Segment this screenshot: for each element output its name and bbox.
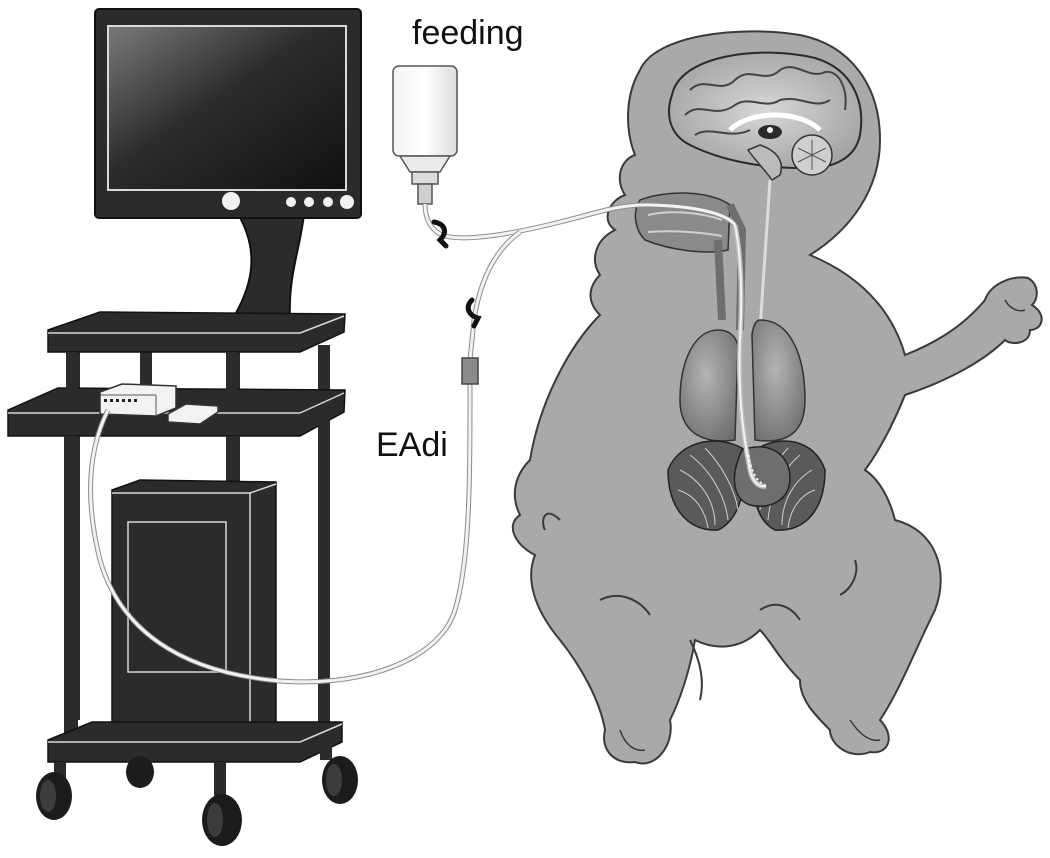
monitor-button-2 (304, 197, 314, 207)
equipment-cart (7, 311, 358, 846)
nasal-cavity (634, 192, 731, 253)
monitor-screen (107, 25, 347, 191)
lung-right (751, 319, 806, 442)
monitor-button-4 (340, 195, 354, 209)
lung-left (679, 329, 739, 442)
infant-figure (511, 30, 1043, 765)
monitor-stand (230, 213, 306, 321)
cart-post (318, 412, 330, 732)
tube-clip-eadi (465, 297, 482, 329)
cart-post (226, 352, 238, 392)
monitor-power-button (222, 192, 240, 210)
stomach (733, 446, 791, 507)
monitor-button-1 (286, 197, 296, 207)
signal-amplifier-box (99, 383, 177, 417)
device-pad (167, 403, 219, 425)
eadi-label: EAdi (376, 426, 448, 464)
cart-top-shelf (47, 311, 346, 353)
brain (668, 51, 863, 182)
cart-post (66, 352, 78, 392)
monitor (94, 8, 362, 321)
cart-post (64, 436, 78, 736)
catheter-connector (461, 357, 479, 385)
feeding-bottle (392, 65, 458, 205)
feeding-label: feeding (412, 14, 524, 52)
nasogastric-catheter (88, 202, 767, 685)
monitor-button-3 (323, 197, 333, 207)
cart-wheels (36, 742, 358, 846)
tube-clip-feeding (431, 219, 449, 249)
computer-tower (111, 479, 277, 746)
